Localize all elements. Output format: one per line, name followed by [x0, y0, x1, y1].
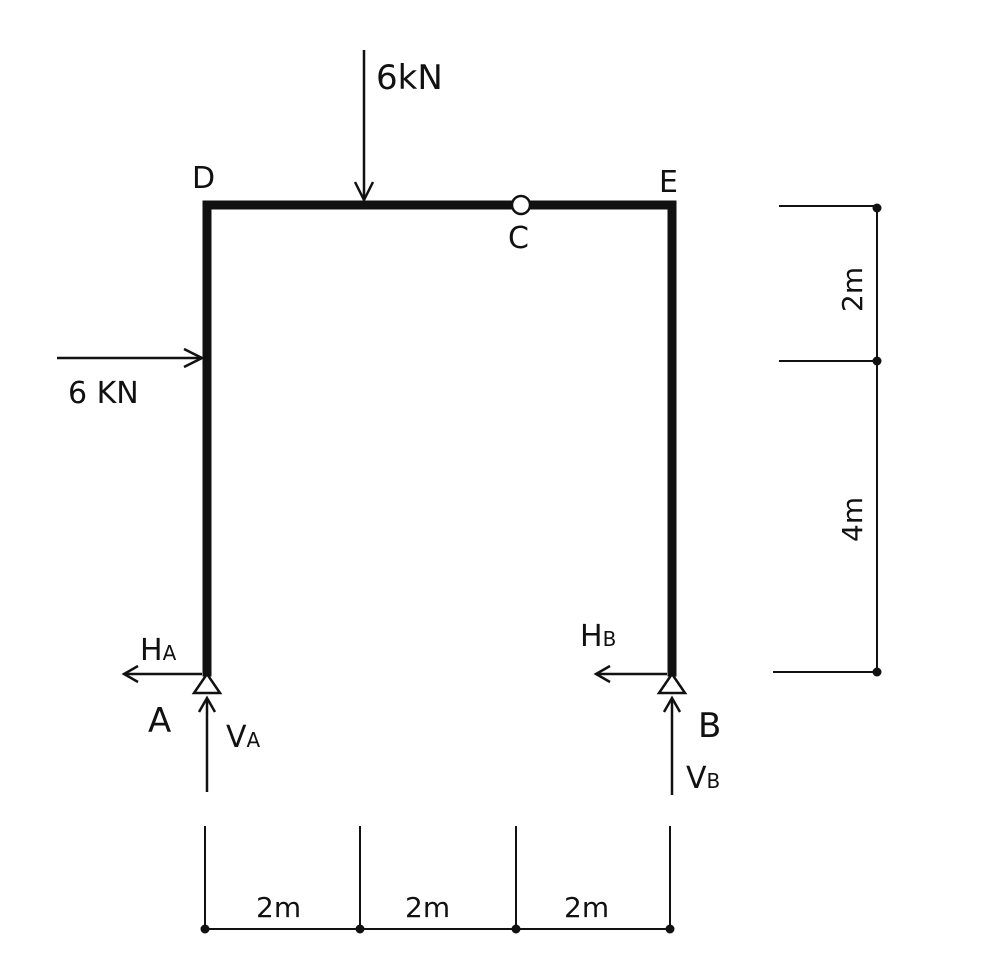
node-d-label: D: [192, 161, 215, 196]
reaction-vb-arrow: [662, 695, 682, 795]
reaction-vb-label: VB: [686, 761, 720, 796]
dimension-right-ticks: [872, 203, 882, 677]
reaction-ha-arrow: [121, 664, 202, 684]
dimension-right-bottom: 4m: [836, 497, 869, 542]
load-side-label: 6 KN: [68, 376, 139, 411]
load-top-label: 6kN: [376, 58, 443, 98]
load-top-arrow: [353, 50, 375, 203]
hinge-c: [510, 194, 532, 216]
reaction-va-label: VA: [226, 720, 261, 755]
dimension-bottom-2: 2m: [405, 891, 450, 924]
load-side-arrow: [57, 347, 205, 369]
frame: [202, 200, 677, 677]
dimension-bottom-1: 2m: [256, 891, 301, 924]
dimension-bottom-3: 2m: [564, 891, 609, 924]
reaction-ha-label: HA: [140, 633, 177, 668]
dimension-bottom-ticks: [200, 924, 675, 934]
node-a-label: A: [148, 701, 171, 741]
node-e-label: E: [659, 165, 678, 200]
dimension-right: [773, 205, 878, 673]
pin-support-b: [656, 671, 688, 695]
pin-support-a: [191, 671, 223, 695]
dimension-bottom: [204, 826, 671, 930]
reaction-hb-label: HB: [580, 619, 616, 654]
dimension-right-top: 2m: [836, 267, 869, 312]
reaction-va-arrow: [197, 695, 217, 792]
node-c-label: C: [508, 221, 529, 256]
reaction-hb-arrow: [593, 664, 667, 684]
node-b-label: B: [698, 706, 721, 746]
